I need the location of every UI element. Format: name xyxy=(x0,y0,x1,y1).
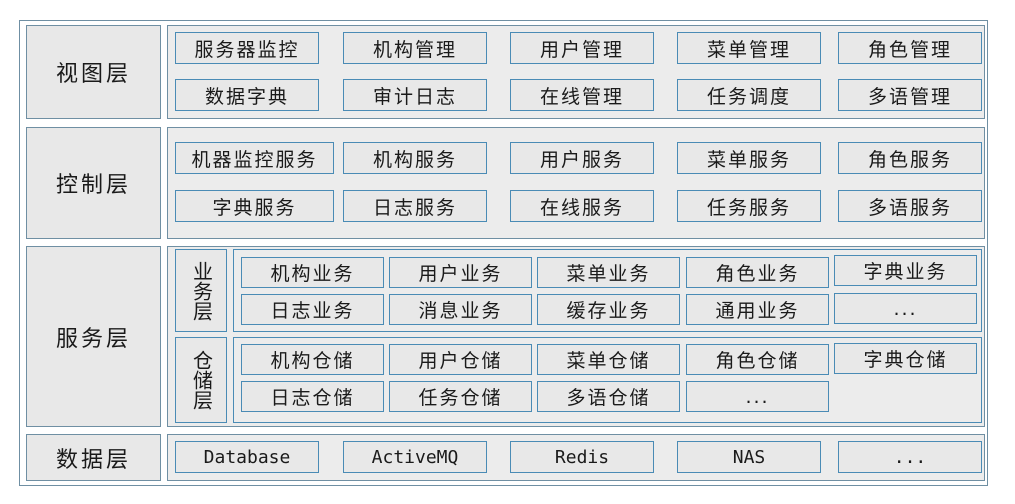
repository-item-dict: 字典仓储 xyxy=(834,343,977,374)
repository-item-log: 日志仓储 xyxy=(241,381,384,412)
data-item-database: Database xyxy=(175,441,319,473)
data-item-nas: NAS xyxy=(677,441,821,473)
business-item-user: 用户业务 xyxy=(389,257,532,288)
service-layer-label: 服务层 xyxy=(26,246,161,427)
view-item-server-monitor: 服务器监控 xyxy=(175,32,319,64)
control-item-machine-monitor: 机器监控服务 xyxy=(175,142,334,174)
business-item-log: 日志业务 xyxy=(241,294,384,325)
control-item-log-service: 日志服务 xyxy=(343,190,487,222)
control-item-dict-service: 字典服务 xyxy=(175,190,334,222)
view-layer-label: 视图层 xyxy=(26,25,161,119)
business-item-org: 机构业务 xyxy=(241,257,384,288)
repository-item-org: 机构仓储 xyxy=(241,344,384,375)
data-layer-label: 数据层 xyxy=(26,434,161,481)
repository-item-role: 角色仓储 xyxy=(686,344,829,375)
repository-item-lang: 多语仓储 xyxy=(537,381,680,412)
business-item-ellipsis: ... xyxy=(834,293,977,324)
data-item-ellipsis: ... xyxy=(838,441,982,473)
view-item-data-dict: 数据字典 xyxy=(175,79,319,111)
data-item-redis: Redis xyxy=(510,441,654,473)
view-item-task-schedule: 任务调度 xyxy=(677,79,821,111)
business-layer-label: 业务层 xyxy=(175,249,227,332)
control-item-online-service: 在线服务 xyxy=(510,190,654,222)
business-item-cache: 缓存业务 xyxy=(537,294,680,325)
repository-layer-label: 仓储层 xyxy=(175,337,227,423)
repository-item-menu: 菜单仓储 xyxy=(537,344,680,375)
control-item-lang-service: 多语服务 xyxy=(838,190,982,222)
view-item-lang-mgmt: 多语管理 xyxy=(838,79,982,111)
business-item-role: 角色业务 xyxy=(686,257,829,288)
view-item-online-mgmt: 在线管理 xyxy=(510,79,654,111)
view-item-role-mgmt: 角色管理 xyxy=(838,32,982,64)
view-item-menu-mgmt: 菜单管理 xyxy=(677,32,821,64)
control-item-user-service: 用户服务 xyxy=(510,142,654,174)
repository-item-user: 用户仓储 xyxy=(389,344,532,375)
business-item-message: 消息业务 xyxy=(389,294,532,325)
business-item-common: 通用业务 xyxy=(686,294,829,325)
control-item-role-service: 角色服务 xyxy=(838,142,982,174)
view-item-user-mgmt: 用户管理 xyxy=(510,32,654,64)
data-item-activemq: ActiveMQ xyxy=(343,441,487,473)
control-item-org-service: 机构服务 xyxy=(343,142,487,174)
control-layer-label: 控制层 xyxy=(26,127,161,239)
repository-item-ellipsis: ... xyxy=(686,381,829,412)
control-item-menu-service: 菜单服务 xyxy=(677,142,821,174)
view-item-org-mgmt: 机构管理 xyxy=(343,32,487,64)
view-item-audit-log: 审计日志 xyxy=(343,79,487,111)
business-item-menu: 菜单业务 xyxy=(537,257,680,288)
repository-item-task: 任务仓储 xyxy=(389,381,532,412)
control-item-task-service: 任务服务 xyxy=(677,190,821,222)
business-item-dict: 字典业务 xyxy=(834,255,977,286)
